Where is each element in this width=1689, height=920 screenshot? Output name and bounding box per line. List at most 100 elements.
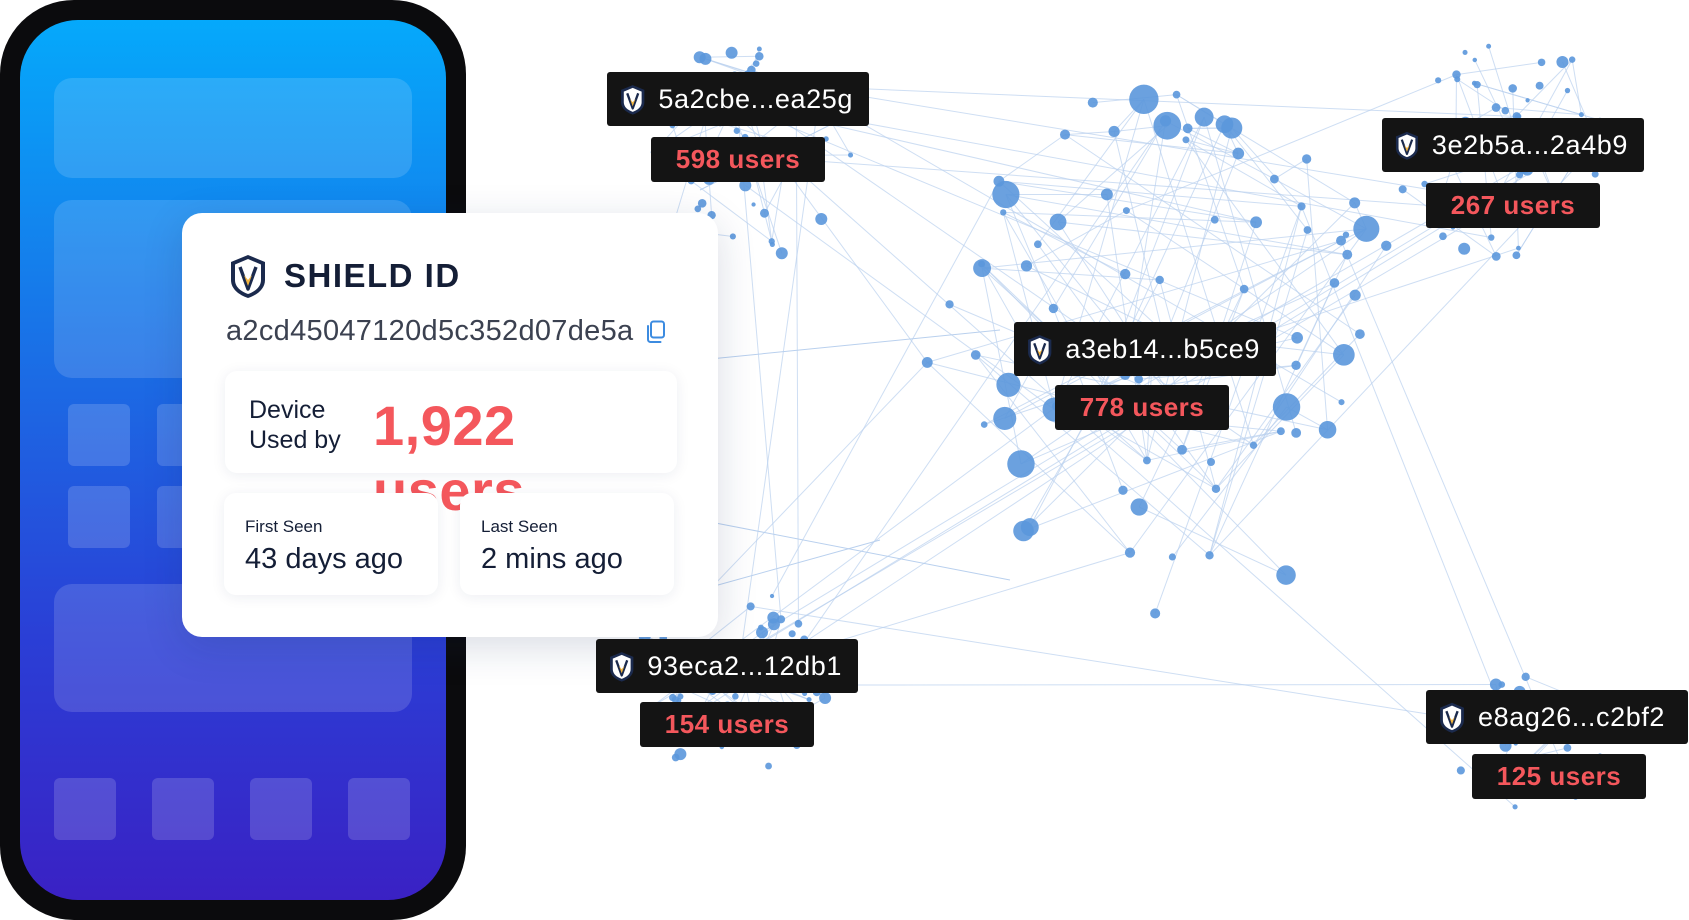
graph-node xyxy=(759,208,769,218)
graph-edge xyxy=(1185,139,1239,154)
graph-node xyxy=(1456,766,1465,775)
graph-edge xyxy=(1005,194,1054,309)
graph-edge xyxy=(1274,178,1367,230)
cluster-id-label[interactable]: 5a2cbe...ea25g xyxy=(607,72,869,126)
graph-node xyxy=(1211,484,1221,494)
graph-node xyxy=(674,748,687,761)
graph-node xyxy=(1491,103,1501,112)
placeholder-tile xyxy=(152,778,214,840)
graph-nodes xyxy=(635,43,1622,810)
graph-node xyxy=(1508,84,1517,93)
graph-node xyxy=(1221,117,1243,139)
cluster-users-text: 267 users xyxy=(1450,190,1576,220)
graph-edge xyxy=(795,108,799,624)
copy-icon[interactable] xyxy=(645,320,667,344)
graph-edge xyxy=(1516,59,1573,117)
graph-node xyxy=(1210,215,1219,224)
shield-logo-icon xyxy=(621,84,645,115)
graph-node xyxy=(1239,284,1249,294)
placeholder-tile xyxy=(250,778,312,840)
cluster-id-text: a3eb14...b5ce9 xyxy=(1065,333,1260,364)
graph-edge xyxy=(1026,210,1127,267)
graph-node xyxy=(1462,49,1468,55)
graph-node xyxy=(1269,174,1279,184)
graph-edge xyxy=(690,180,773,242)
graph-edge xyxy=(1058,221,1348,256)
graph-edge xyxy=(699,539,881,591)
graph-node xyxy=(1182,136,1190,144)
first-seen-label: First Seen xyxy=(245,517,323,536)
cluster-users-badge: 125 users xyxy=(1472,754,1646,799)
graph-node xyxy=(1353,215,1380,242)
cluster-users-text: 778 users xyxy=(1079,392,1205,422)
graph-node xyxy=(1124,547,1136,558)
graph-node xyxy=(806,697,812,703)
cluster-users-badge: 154 users xyxy=(640,702,814,747)
graph-node xyxy=(1291,331,1303,344)
card-title: SHIELD ID xyxy=(284,257,461,294)
graph-edge xyxy=(1003,211,1126,275)
graph-node xyxy=(1355,329,1365,339)
graph-edge xyxy=(981,268,1022,465)
graph-edge xyxy=(1064,130,1115,136)
graph-edge xyxy=(1187,127,1239,154)
graph-node xyxy=(746,602,755,611)
graph-node xyxy=(1134,374,1143,384)
cluster-id-label[interactable]: 93eca2...12db1 xyxy=(596,639,858,693)
graph-node xyxy=(1489,678,1502,691)
graph-node xyxy=(1338,399,1345,406)
graph-edge xyxy=(1126,210,1345,356)
graph-node xyxy=(1207,458,1216,467)
graph-edge xyxy=(724,105,1516,808)
graph-edge xyxy=(1138,506,1287,576)
graph-edge xyxy=(1209,229,1308,556)
graph-edge xyxy=(1023,430,1282,532)
cluster-id-text: 5a2cbe...ea25g xyxy=(658,83,853,114)
graph-node xyxy=(1473,81,1481,89)
graph-node xyxy=(1130,498,1148,516)
graph-node xyxy=(1342,231,1350,239)
graph-edge xyxy=(1561,61,1591,128)
graph-node xyxy=(1276,427,1285,436)
graph-edge xyxy=(1301,206,1513,739)
graph-node xyxy=(794,619,803,628)
graph-edge xyxy=(738,154,1434,207)
graph-edge xyxy=(1231,127,1302,207)
graph-node xyxy=(1250,216,1263,229)
shield-logo-icon xyxy=(610,651,634,682)
cluster-id-label[interactable]: a3eb14...b5ce9 xyxy=(1014,322,1276,376)
graph-node xyxy=(1118,485,1128,495)
graph-edge xyxy=(771,180,1000,597)
graph-node xyxy=(1303,226,1312,234)
graph-node xyxy=(1398,185,1407,194)
graph-node xyxy=(1336,235,1347,246)
graph-node xyxy=(1182,123,1193,134)
graph-node xyxy=(1537,58,1546,67)
placeholder-tile xyxy=(68,404,130,466)
cluster-id-label[interactable]: e8ag26...c2bf2 xyxy=(1426,690,1688,744)
graph-node xyxy=(1205,551,1214,560)
graph-node xyxy=(1435,77,1442,84)
graph-edge xyxy=(927,240,1342,363)
graph-edge xyxy=(1143,99,1254,446)
graph-node xyxy=(1578,112,1584,118)
device-id: a2cd45047120d5c352d07de5a xyxy=(226,315,667,348)
graph-node xyxy=(1349,197,1361,209)
graph-node xyxy=(1249,441,1258,449)
placeholder-tile xyxy=(54,778,116,840)
shield-logo-icon xyxy=(1395,131,1418,160)
graph-node xyxy=(1150,608,1161,619)
cluster-users-badge: 267 users xyxy=(1426,183,1600,228)
graph-edge xyxy=(1126,74,1457,212)
graph-node xyxy=(1591,170,1599,178)
graph-edge xyxy=(998,180,1257,223)
graph-node xyxy=(677,693,684,700)
graph-node xyxy=(1155,275,1164,285)
graph-edge xyxy=(1274,158,1307,180)
graph-node xyxy=(1168,553,1176,561)
first-seen-panel: First Seen 43 days ago xyxy=(224,493,438,595)
graph-node xyxy=(752,60,760,67)
graph-node xyxy=(755,51,764,61)
cluster-id-label[interactable]: 3e2b5a...2a4b9 xyxy=(1382,118,1644,172)
graph-edge xyxy=(776,120,1166,683)
